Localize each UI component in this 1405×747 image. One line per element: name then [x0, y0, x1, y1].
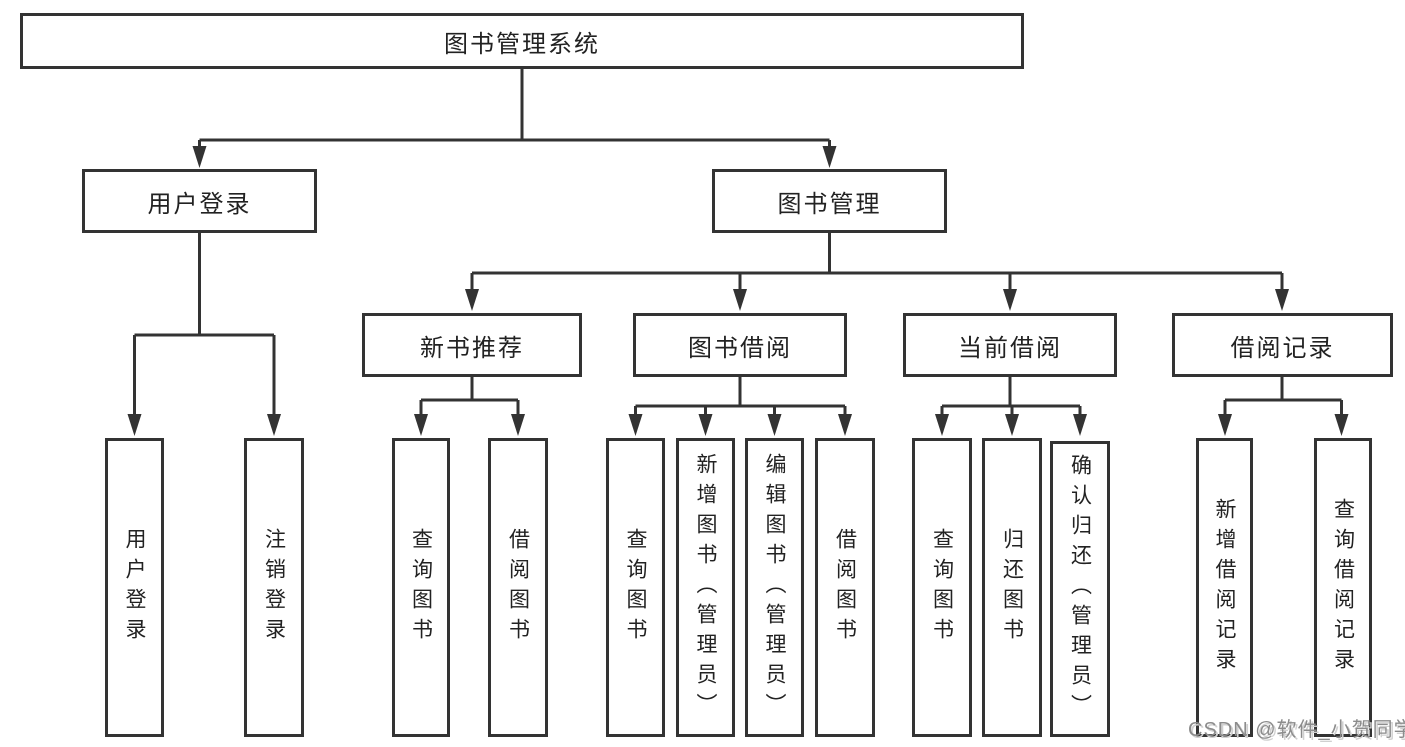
leaf-borrow-books: 借阅图书 [815, 438, 875, 737]
leaf-query-borrow-record: 查询借阅记录 [1314, 438, 1372, 737]
node-borrowing-records: 借阅记录 [1172, 313, 1393, 377]
connector-book-management-children [470, 233, 1284, 293]
csdn-watermark: CSDN @软件_小贺同学 [1188, 719, 1405, 741]
leaf-return-books: 归还图书 [982, 438, 1042, 737]
leaf-add-books-admin: 新增图书（管理员） [676, 438, 735, 737]
leaf-recommend-query-books: 查询图书 [392, 438, 450, 737]
connector-borrowing-records-children [1223, 377, 1343, 418]
leaf-user-login: 用户登录 [105, 438, 164, 737]
leaf-logout: 注销登录 [244, 438, 304, 737]
node-new-book-recommend: 新书推荐 [362, 313, 582, 377]
node-book-management: 图书管理 [712, 169, 947, 233]
arrowheads [127, 146, 1349, 436]
leaf-current-query-books: 查询图书 [912, 438, 972, 737]
node-user-login: 用户登录 [82, 169, 317, 233]
connector-book-borrowing-children [634, 377, 847, 418]
connector-root-to-level2 [198, 69, 831, 150]
connector-user-login-children [133, 233, 276, 418]
connector-current-borrowing-children [940, 377, 1082, 418]
leaf-edit-books-admin: 编辑图书（管理员） [745, 438, 804, 737]
connector-new-book-recommend-children [419, 377, 520, 418]
node-library-management-system: 图书管理系统 [20, 13, 1024, 69]
leaf-add-borrow-record: 新增借阅记录 [1196, 438, 1253, 737]
node-book-borrowing: 图书借阅 [633, 313, 847, 377]
node-current-borrowing: 当前借阅 [903, 313, 1117, 377]
leaf-recommend-borrow-books: 借阅图书 [488, 438, 548, 737]
leaf-confirm-return-admin: 确认归还（管理员） [1050, 441, 1110, 737]
leaf-borrowing-query-books: 查询图书 [606, 438, 665, 737]
